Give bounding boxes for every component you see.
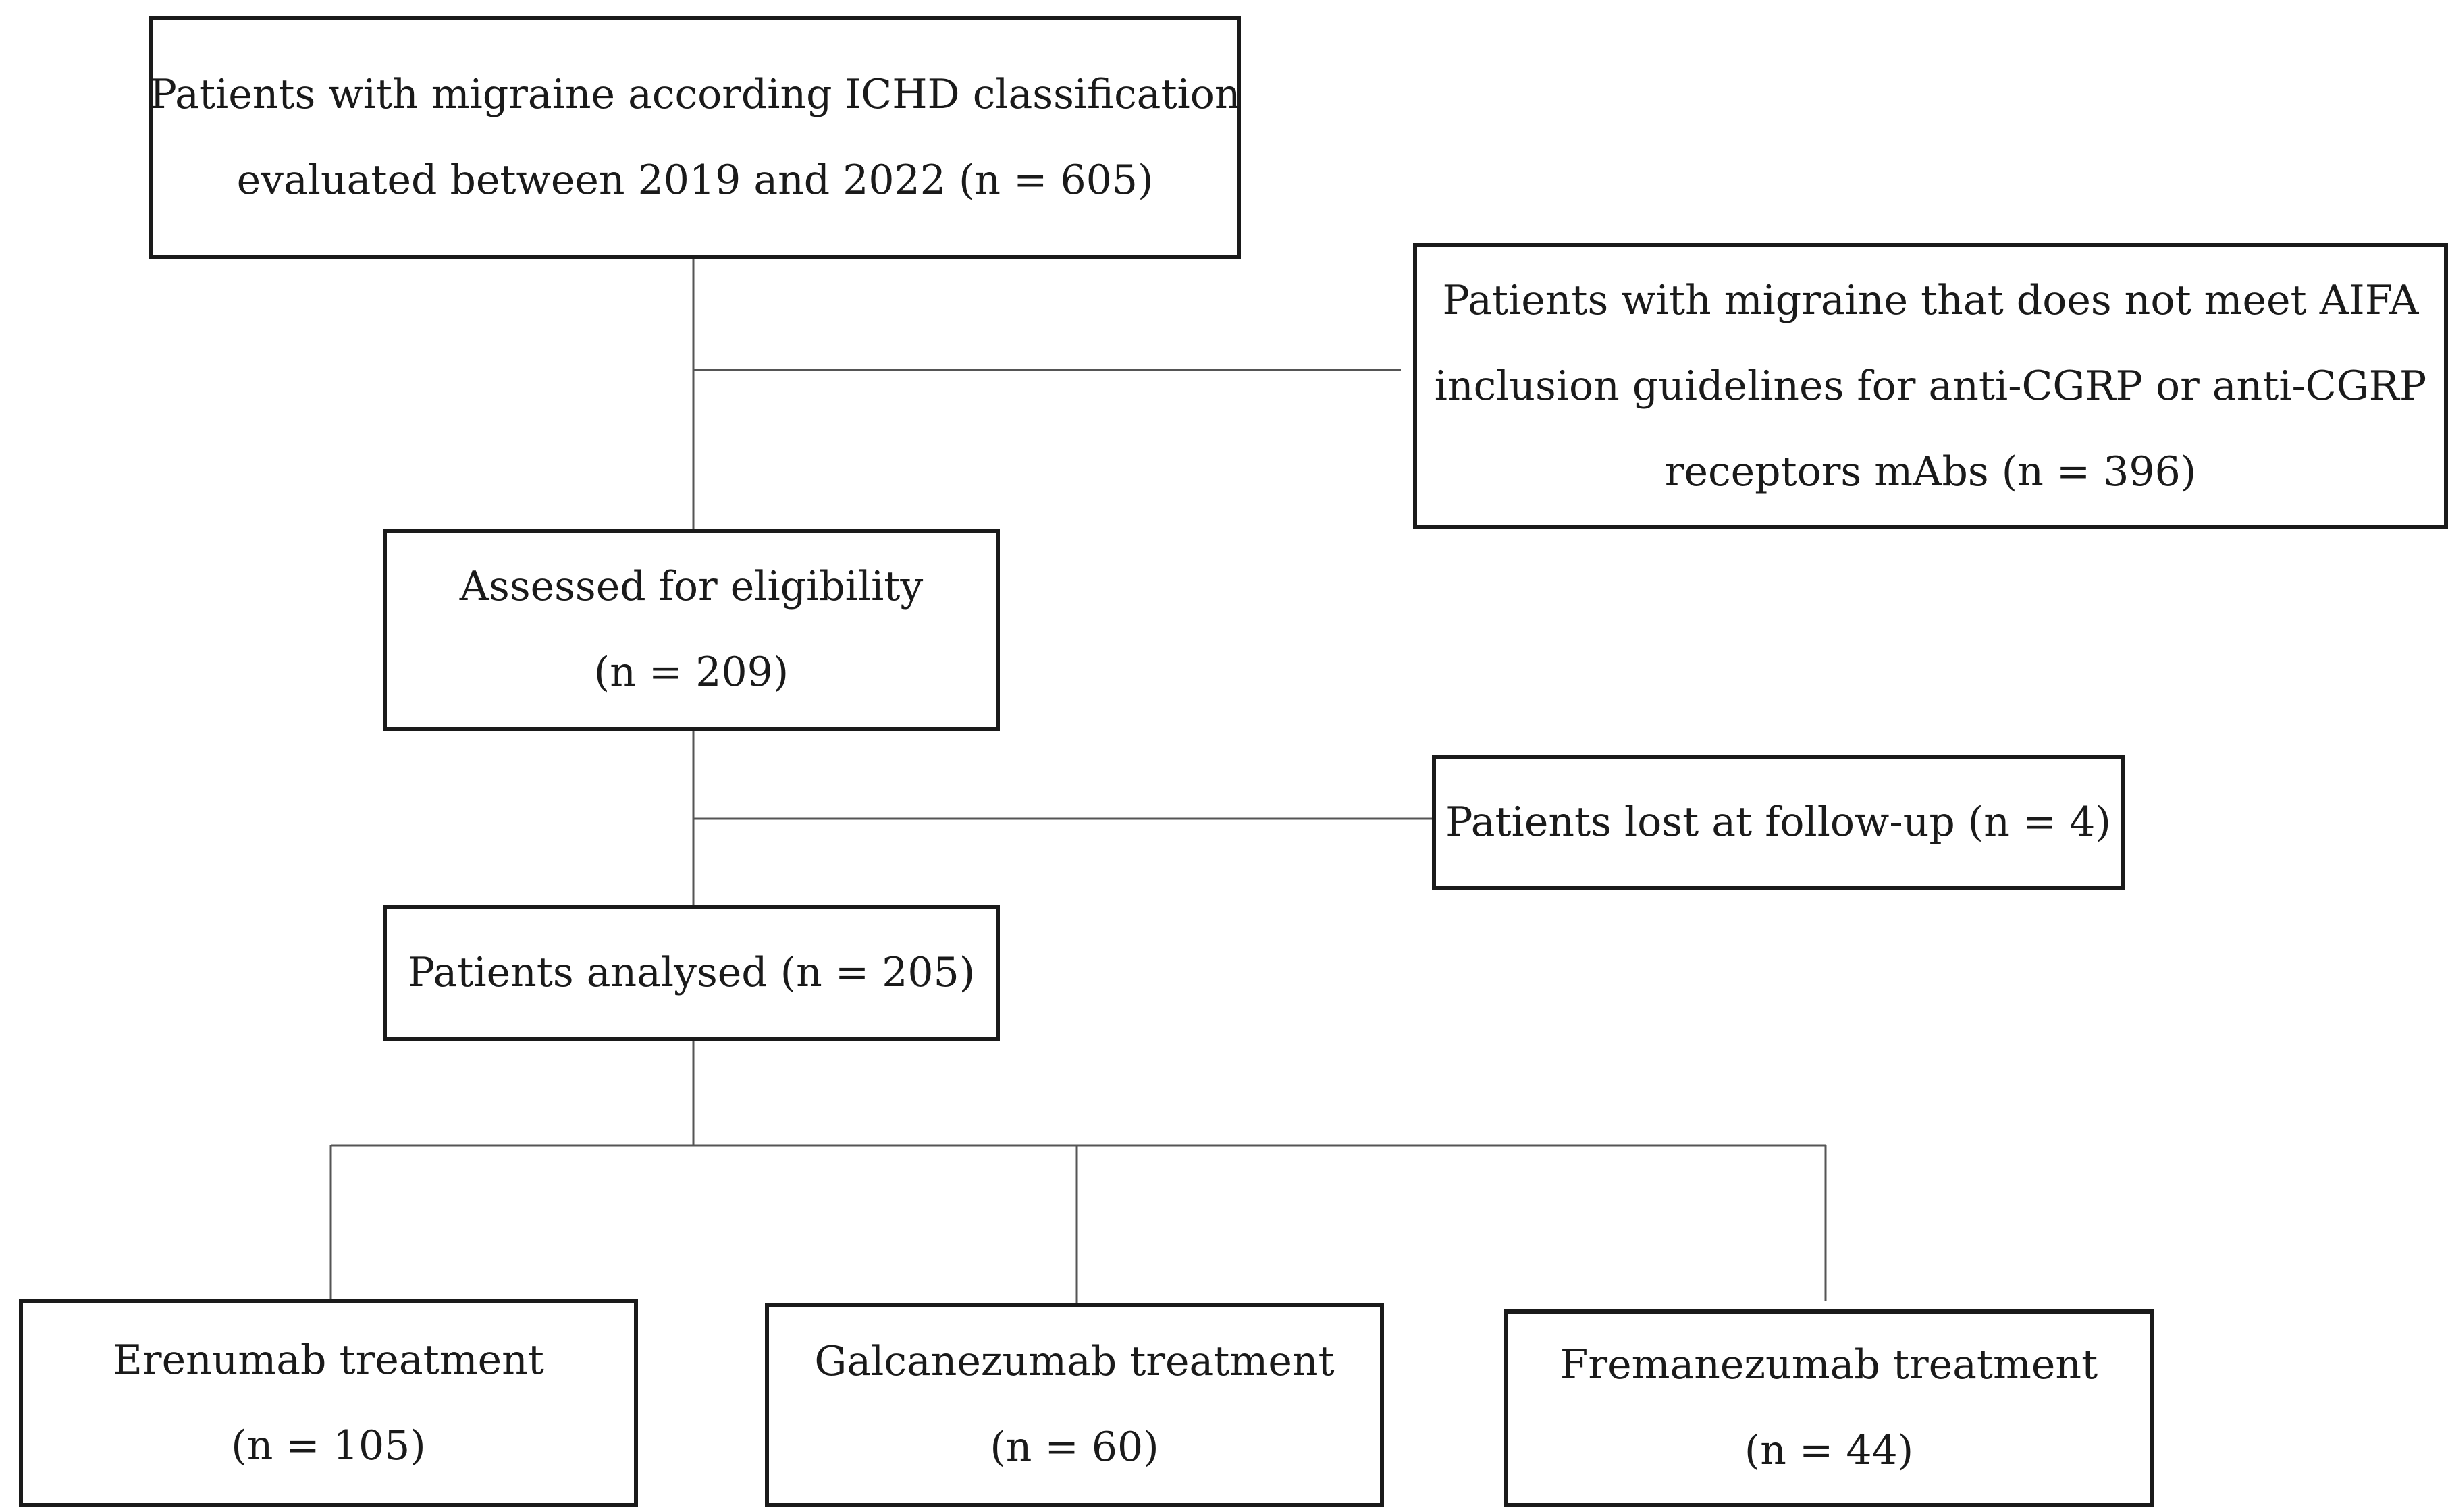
- box-erenumab-treatment: Erenumab treatment (n = 105): [19, 1299, 638, 1507]
- box-patients-total: Patients with migraine according ICHD cl…: [149, 16, 1241, 259]
- box-analysed-line-1: Patients analysed (n = 205): [407, 949, 976, 996]
- box-assessed-line-1: Assessed for eligibility: [459, 563, 924, 610]
- box-patients-analysed: Patients analysed (n = 205): [383, 905, 1000, 1041]
- box-excluded-line-1: Patients with migraine that does not mee…: [1442, 276, 2419, 324]
- box-excluded-line-2: inclusion guidelines for anti-CGRP or an…: [1434, 362, 2427, 410]
- box-assessed-eligibility: Assessed for eligibility (n = 209): [383, 529, 1000, 731]
- box-fremanezumab-treatment: Fremanezumab treatment (n = 44): [1504, 1310, 2154, 1507]
- box-excluded-line-3: receptors mAbs (n = 396): [1664, 448, 2197, 495]
- box-total-line-2: evaluated between 2019 and 2022 (n = 605…: [236, 157, 1154, 204]
- box-fremanezumab-line-2: (n = 44): [1744, 1427, 1914, 1474]
- box-galcanezumab-line-1: Galcanezumab treatment: [814, 1338, 1335, 1385]
- box-lost-line-1: Patients lost at follow-up (n = 4): [1445, 798, 2111, 846]
- box-galcanezumab-line-2: (n = 60): [990, 1424, 1159, 1471]
- box-galcanezumab-treatment: Galcanezumab treatment (n = 60): [765, 1303, 1384, 1507]
- box-assessed-line-2: (n = 209): [593, 649, 789, 696]
- box-erenumab-line-1: Erenumab treatment: [113, 1336, 544, 1384]
- box-patients-excluded: Patients with migraine that does not mee…: [1413, 243, 2448, 529]
- box-erenumab-line-2: (n = 105): [231, 1422, 426, 1469]
- box-fremanezumab-line-1: Fremanezumab treatment: [1560, 1341, 2098, 1388]
- box-lost-follow-up: Patients lost at follow-up (n = 4): [1432, 755, 2125, 890]
- box-total-line-1: Patients with migraine according ICHD cl…: [149, 71, 1241, 118]
